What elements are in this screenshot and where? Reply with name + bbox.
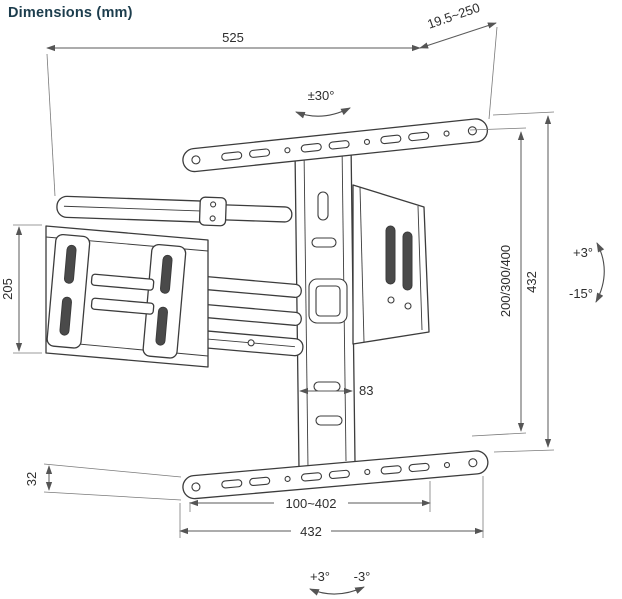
- dim-slide-range: 100~402: [189, 481, 431, 512]
- plate-cross-bar: [90, 297, 155, 315]
- dim-bracket-height: 432: [492, 111, 555, 453]
- top-rail-slots: [221, 130, 450, 161]
- dim-bottom-width-label: 432: [300, 524, 322, 539]
- dim-plate-height: 205: [0, 224, 42, 354]
- dim-vesa: 200/300/400: [469, 127, 527, 437]
- bottom-arm: [194, 330, 304, 357]
- plate-left-strip: [46, 233, 91, 349]
- dim-bracket-height-label: 432: [524, 271, 539, 293]
- dim-bottom-width: 432: [179, 476, 484, 539]
- dim-tilt-down-label: -15°: [569, 286, 593, 301]
- arm-joint-hole: [247, 339, 255, 347]
- bottom-rail-slots: [221, 461, 451, 489]
- dim-plate-height-label: 205: [0, 278, 15, 300]
- dim-column-width: 83: [299, 383, 373, 398]
- dim-column-width-label: 83: [359, 383, 373, 398]
- mid-arm-lower: [196, 303, 302, 326]
- column-slot: [311, 237, 337, 248]
- arm-joint-plate: [198, 196, 227, 227]
- dim-level: +3° -3°: [309, 569, 371, 596]
- plate-cross-bar: [90, 273, 155, 291]
- column-slot: [313, 381, 341, 392]
- dim-level-cw-label: +3°: [310, 569, 330, 584]
- rail-end-hole: [191, 482, 201, 492]
- mid-arm-upper: [196, 275, 302, 298]
- column-window-inner: [315, 285, 341, 317]
- tv-plate: [45, 225, 209, 368]
- dim-swivel-label: ±30°: [308, 88, 335, 103]
- dim-tilt: +3° -15°: [569, 242, 605, 303]
- rail-end-hole: [191, 155, 201, 165]
- dim-vesa-label: 200/300/400: [498, 245, 513, 317]
- bracket-hole: [387, 296, 395, 304]
- dim-level-ccw-label: -3°: [354, 569, 371, 584]
- column-slot: [315, 415, 343, 426]
- hinge-bracket: [352, 184, 430, 345]
- dim-top-width-label: 525: [222, 30, 244, 45]
- bracket-slot: [385, 225, 396, 285]
- page-title: Dimensions (mm): [8, 5, 133, 21]
- bracket-hole: [404, 302, 412, 310]
- dim-wall-distance-label: 19.5~250: [425, 0, 482, 32]
- dim-swivel: ±30°: [295, 88, 351, 119]
- wall-column: [294, 141, 356, 470]
- rail-end-hole: [468, 458, 478, 468]
- dim-rail-thickness: 32: [24, 463, 182, 501]
- bottom-wall-rail: [182, 450, 489, 500]
- dim-tilt-up-label: +3°: [573, 245, 593, 260]
- bracket-slot: [402, 231, 413, 291]
- dim-wall-distance: 19.5~250: [419, 0, 498, 120]
- top-wall-rail: [182, 118, 489, 173]
- plate-right-strip: [142, 243, 187, 359]
- dim-top-width: 525: [46, 30, 421, 197]
- column-slot: [317, 191, 329, 221]
- dim-rail-thickness-label: 32: [24, 472, 39, 486]
- rail-end-hole: [467, 126, 477, 136]
- top-slide-arm: [56, 195, 293, 227]
- dim-slide-range-label: 100~402: [286, 496, 337, 511]
